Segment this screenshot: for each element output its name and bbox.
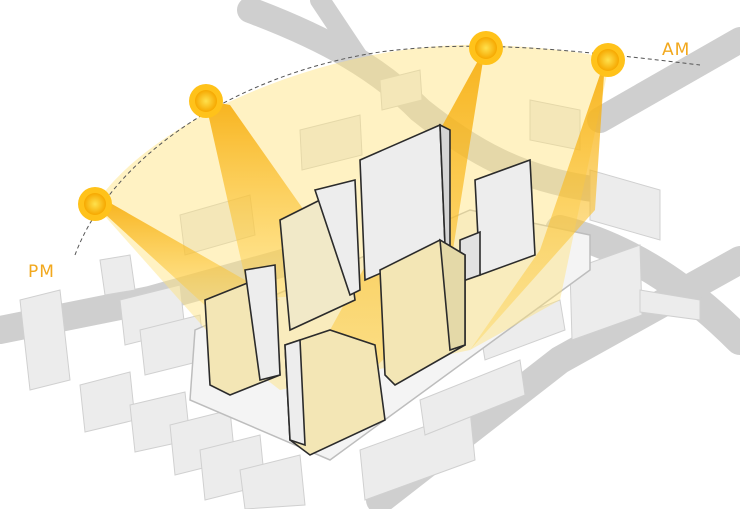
context-building xyxy=(239,454,306,510)
sun-pm-1-icon xyxy=(189,84,223,118)
tower-west-mid xyxy=(279,178,361,332)
sun-am-1-icon xyxy=(591,43,625,77)
sun-pm-2-icon xyxy=(78,187,112,221)
label-pm: PM xyxy=(28,262,55,282)
context-building xyxy=(79,371,136,433)
label-am: AM xyxy=(662,40,691,60)
tower-central xyxy=(379,238,466,386)
road-top-arc xyxy=(237,0,613,203)
towers xyxy=(204,123,536,456)
road-north-branch xyxy=(310,0,370,70)
ray-sun-am-1 xyxy=(470,60,605,350)
context-building xyxy=(299,114,363,171)
context-building xyxy=(99,254,136,296)
tower-southwest xyxy=(204,264,281,396)
sun-am-2-icon xyxy=(469,31,503,65)
ray-sun-pm-2 xyxy=(95,200,280,310)
context-building xyxy=(19,289,71,391)
context-building xyxy=(379,69,423,111)
suns xyxy=(78,31,625,221)
context-building xyxy=(419,359,526,436)
context-building xyxy=(639,289,701,321)
sun-path-arc xyxy=(74,45,701,256)
road-east-diagonal xyxy=(587,27,740,133)
tower-south xyxy=(284,329,386,456)
